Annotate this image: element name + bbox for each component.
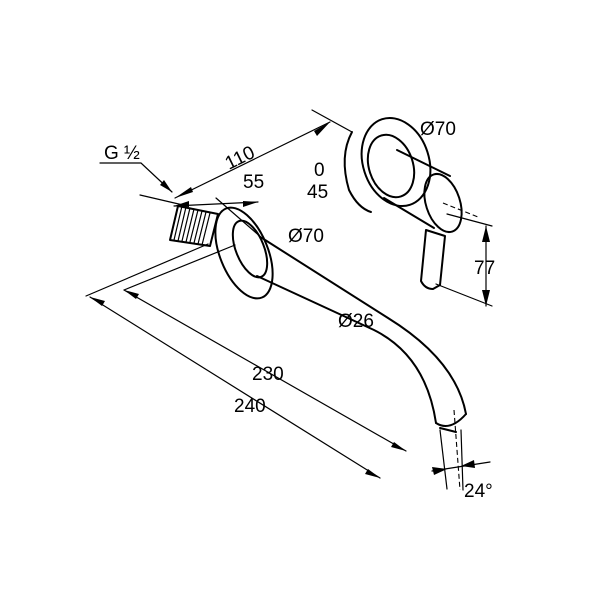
dim-45: 45 <box>307 182 328 203</box>
spout-assembly <box>169 205 467 433</box>
dim-dia70-rosette: Ø70 <box>288 226 324 247</box>
dim-77: 77 <box>474 258 495 279</box>
extension-lines <box>85 109 493 491</box>
dim-230: 230 <box>252 364 284 385</box>
thread-label: G ½ <box>104 143 140 164</box>
dim-dia26: Ø26 <box>338 311 374 332</box>
dimension-lines <box>89 121 491 479</box>
dim-dia70-mixer: Ø70 <box>420 119 456 140</box>
dim-angle-24: 24° <box>464 481 493 502</box>
dim-240: 240 <box>234 396 266 417</box>
dimension-labels: G ½ 110 55 0 45 Ø70 Ø70 Ø26 77 230 240 2… <box>104 119 495 502</box>
dim-55: 55 <box>243 172 264 193</box>
dim-110: 110 <box>222 142 258 174</box>
dim-0: 0 <box>314 160 325 181</box>
mixer-body <box>343 117 463 290</box>
